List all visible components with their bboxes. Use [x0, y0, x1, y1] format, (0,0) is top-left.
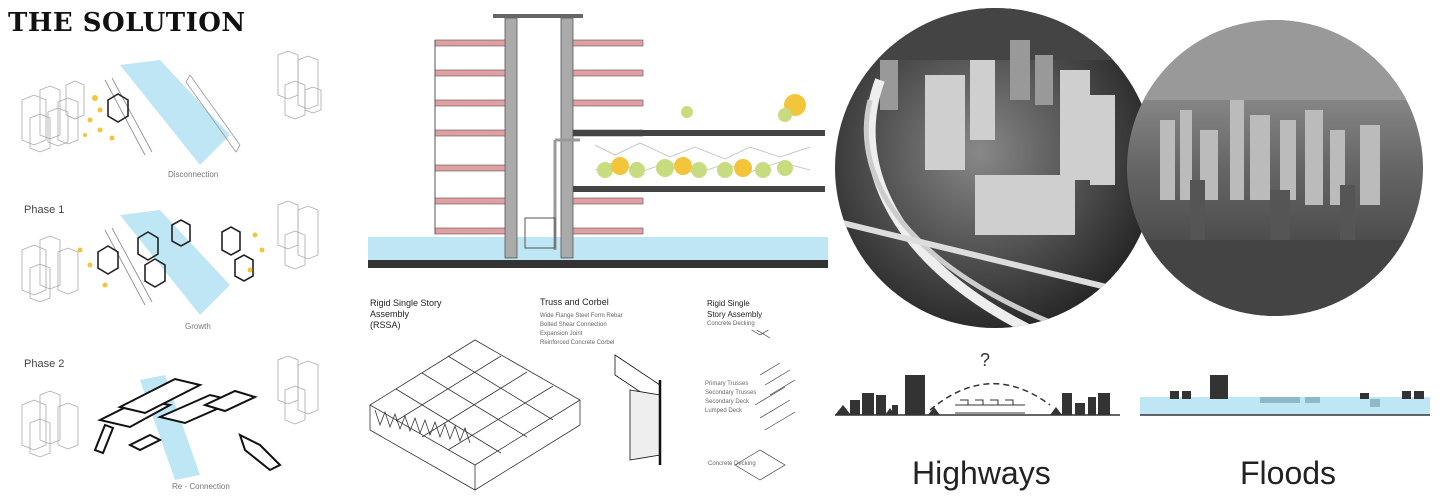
right-note: Secondary Deck	[705, 399, 750, 405]
right-top-label: Concrete Decking	[707, 321, 755, 327]
caption-reconnection: Re - Connection	[172, 482, 230, 491]
section-trees	[597, 94, 806, 178]
buildings-left-row1	[21, 80, 85, 153]
corbel-detail	[614, 354, 662, 465]
truss-note: Bolted Shear Connection	[540, 322, 607, 328]
right-note: Secondary Trusses	[705, 390, 757, 396]
truss-title: Truss and Corbel	[540, 297, 609, 307]
floods-diagram	[1140, 375, 1430, 416]
highways-diagram	[835, 375, 1120, 416]
phase-diagrams	[21, 50, 322, 480]
phase1-label: Phase 1	[24, 204, 65, 216]
truss-note: Wide Flange Steel Form Rebar	[540, 313, 623, 319]
comparison-diagrams	[835, 375, 1430, 416]
new-building-row1	[107, 93, 129, 123]
truss-note: Reinforced Concrete Corbel	[540, 340, 615, 346]
truss-note: Expansion Joint	[540, 331, 583, 337]
rssa-title: Rigid Single Story Assembly (RSSA)	[370, 298, 442, 330]
river-row1	[120, 60, 230, 165]
reconnection-structures	[93, 377, 282, 472]
page-title: THE SOLUTION	[8, 8, 246, 38]
highways-label: Highways	[912, 455, 1051, 491]
right-note: Primary Trusses	[705, 381, 749, 387]
right-note: Lumped Deck	[705, 408, 743, 414]
assembly-drawings	[369, 330, 796, 491]
question-mark: ?	[980, 350, 991, 370]
water-band	[368, 237, 828, 261]
new-buildings-row2	[97, 219, 254, 288]
truss-notes: Wide Flange Steel Form Rebar Bolted Shea…	[540, 312, 623, 348]
exploded-assembly	[734, 330, 796, 481]
rssa-truss	[369, 339, 581, 491]
building-section	[368, 14, 828, 268]
right-bottom-label: Concrete Decking	[708, 461, 756, 467]
highways-photo	[835, 8, 1155, 328]
floods-label: Floods	[1240, 455, 1337, 491]
phase2-label: Phase 2	[24, 358, 65, 370]
photo-circles	[835, 8, 1423, 328]
caption-growth: Growth	[185, 322, 211, 331]
floods-photo	[1127, 20, 1423, 316]
right-notes: Primary Trusses Secondary Trusses Second…	[705, 380, 756, 416]
caption-disconnection: Disconnection	[168, 170, 219, 179]
right-assembly-title: Rigid Single Story Assembly	[707, 299, 763, 319]
